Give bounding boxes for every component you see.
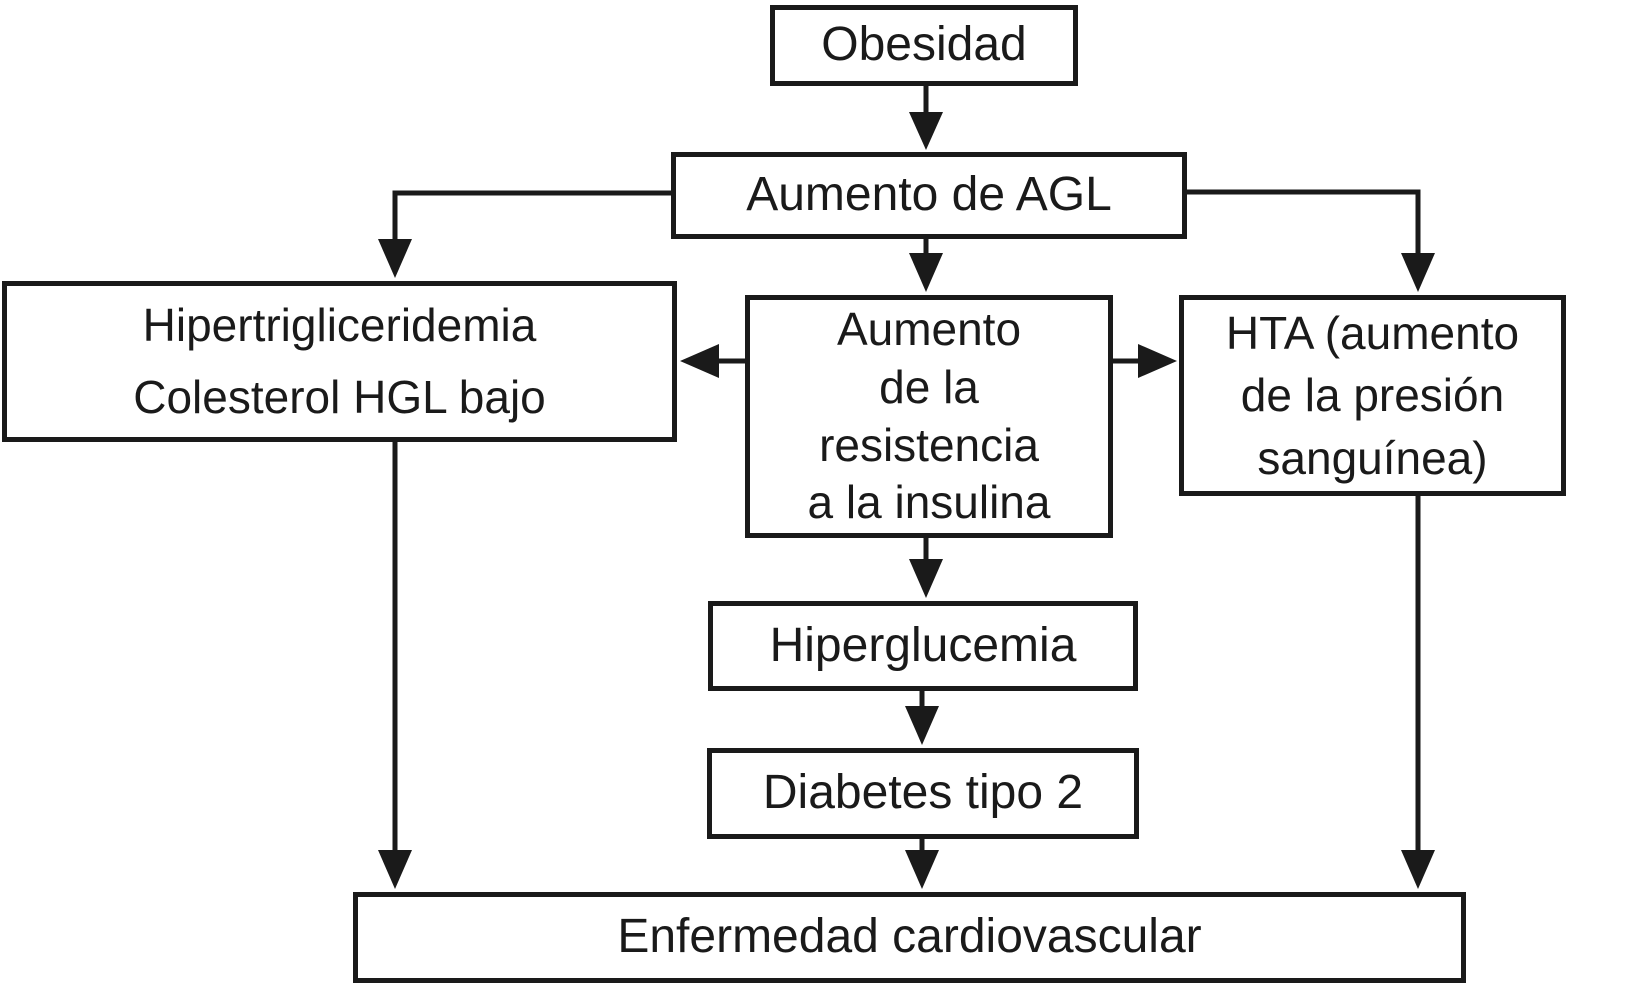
node-obesidad-label: Obesidad: [821, 18, 1027, 72]
node-resistencia-line-2: de la: [879, 360, 979, 413]
arrow-diabetes-to-cardiovascular: [905, 839, 939, 889]
node-resistencia-line-1: Aumento: [836, 302, 1022, 355]
arrow-agl-to-lipid: [378, 190, 671, 278]
arrow-hiperglucemia-to-diabetes: [905, 691, 939, 745]
node-aumento-agl: Aumento de AGL: [671, 152, 1187, 239]
node-enfermedad-cardiovascular: Enfermedad cardiovascular: [353, 892, 1466, 983]
node-hta-line-1: HTA (aumento: [1225, 307, 1520, 360]
node-enfermedad-cardiovascular-label: Enfermedad cardiovascular: [617, 910, 1202, 964]
arrow-agl-to-hta: [1187, 189, 1435, 292]
arrow-hta-to-cardiovascular: [1401, 495, 1435, 889]
node-hipertrigliceridemia: Hipertrigliceridemia Colesterol HGL bajo: [2, 281, 677, 442]
node-resistencia-insulina: Aumento de la resistencia a la insulina: [745, 295, 1113, 538]
arrow-obesidad-to-agl: [909, 85, 943, 150]
node-hiperglucemia-label: Hiperglucemia: [769, 618, 1077, 672]
node-hta: HTA (aumento de la presión sanguínea): [1179, 295, 1566, 496]
arrow-resistencia-to-lipid: [680, 344, 745, 378]
arrow-resistencia-to-hta: [1112, 344, 1177, 378]
node-hta-line-2: de la presión: [1240, 369, 1505, 422]
node-diabetes-tipo-2-label: Diabetes tipo 2: [762, 766, 1084, 820]
node-hipertrigliceridemia-line-2: Colesterol HGL bajo: [133, 370, 546, 423]
node-diabetes-tipo-2: Diabetes tipo 2: [707, 748, 1139, 839]
node-hipertrigliceridemia-line-1: Hipertrigliceridemia: [142, 299, 537, 352]
arrow-lipid-to-cardiovascular: [378, 442, 412, 889]
node-aumento-agl-label: Aumento de AGL: [746, 168, 1112, 222]
node-obesidad: Obesidad: [770, 5, 1078, 86]
node-hiperglucemia: Hiperglucemia: [708, 601, 1138, 691]
node-hta-line-3: sanguínea): [1257, 431, 1488, 484]
arrow-agl-to-resistencia: [909, 239, 943, 292]
node-resistencia-line-3: resistencia: [819, 418, 1039, 471]
node-resistencia-line-4: a la insulina: [807, 476, 1051, 529]
arrow-resistencia-to-hiperglucemia: [909, 538, 943, 598]
